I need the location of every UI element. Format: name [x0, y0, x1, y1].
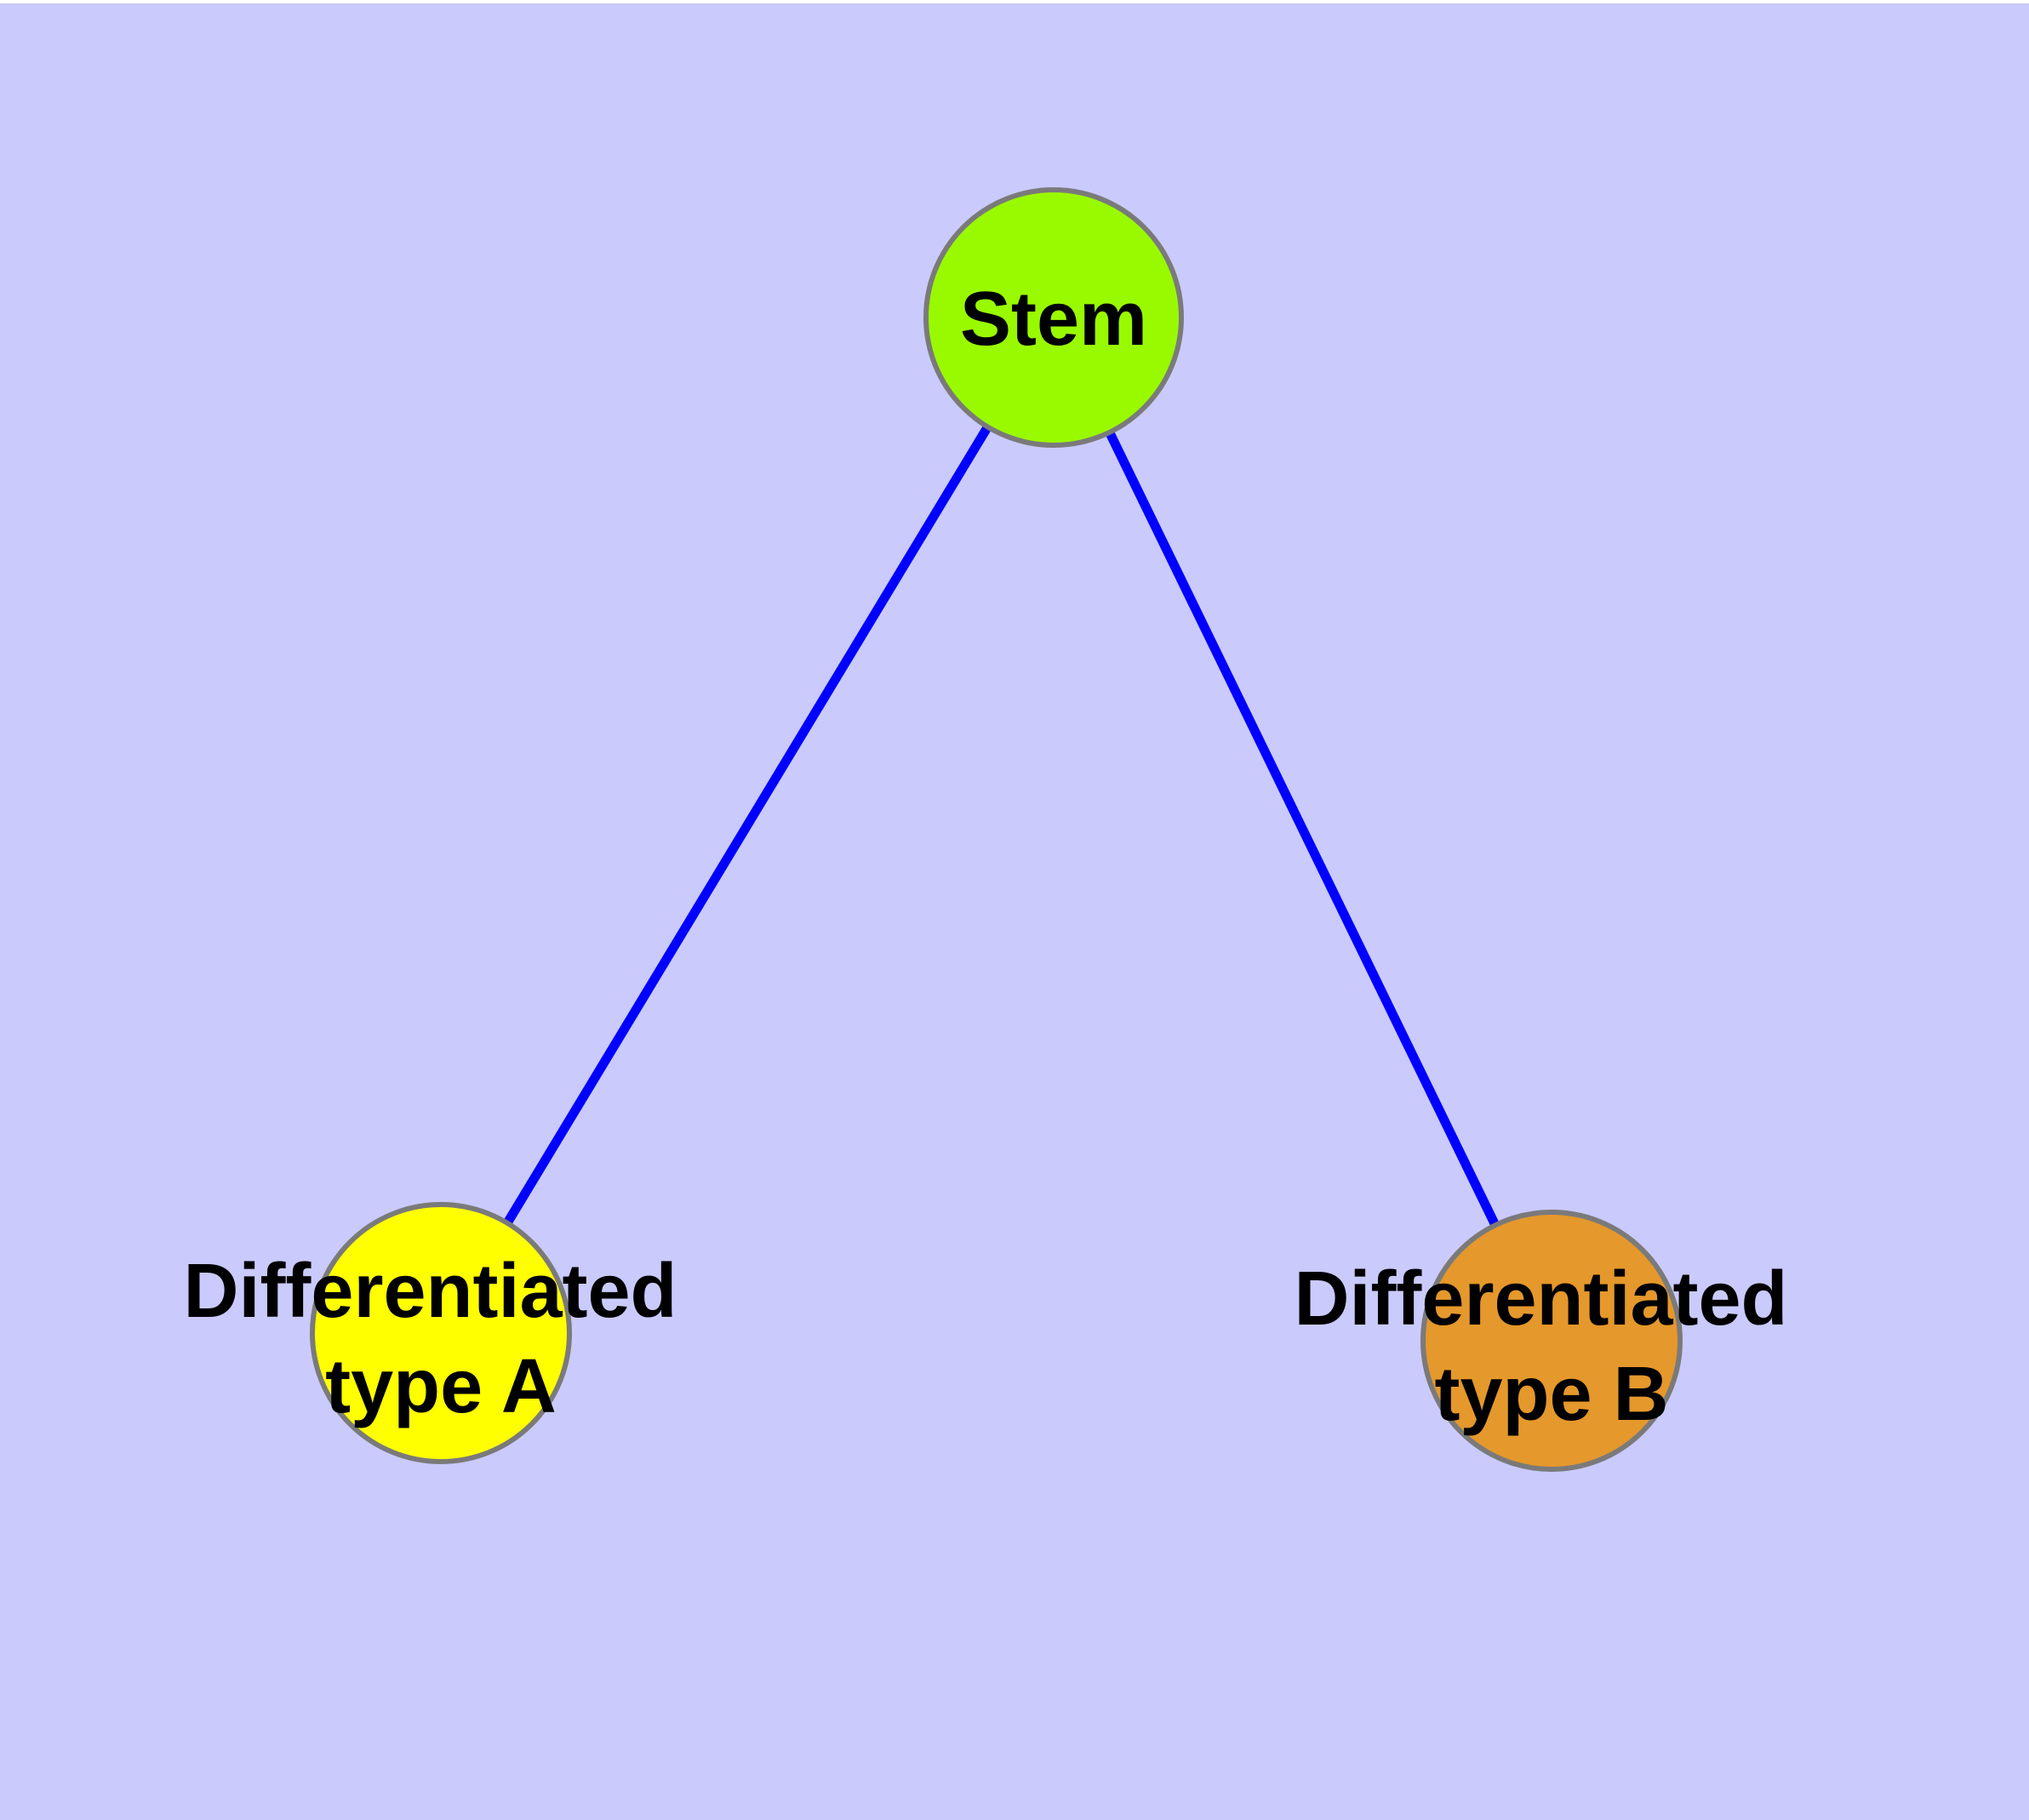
edge-stem-to-type-b: [1049, 315, 1556, 1343]
edge-stem-to-type-a: [437, 315, 1058, 1336]
stem-node-circle: [923, 187, 1184, 448]
type-b-label-line-2: type B: [1434, 1352, 1668, 1437]
type-b-label-line-1: Differentiated: [1294, 1256, 1787, 1342]
node-differentiated-type-a: Differentiated type A: [183, 1202, 698, 1464]
type-b-node-label: Differentiated type B: [1294, 1256, 1809, 1437]
stem-node-label: Stem: [960, 277, 1147, 362]
node-stem: Stem: [923, 187, 1184, 448]
type-a-node-circle: [310, 1202, 572, 1464]
type-a-label-line-1: Differentiated: [183, 1249, 677, 1334]
edges: [437, 315, 1556, 1343]
type-a-label-line-2: type A: [325, 1344, 557, 1429]
type-a-node-label: Differentiated type A: [183, 1249, 698, 1429]
type-b-node-circle: [1420, 1210, 1683, 1472]
node-differentiated-type-b: Differentiated type B: [1294, 1210, 1809, 1472]
